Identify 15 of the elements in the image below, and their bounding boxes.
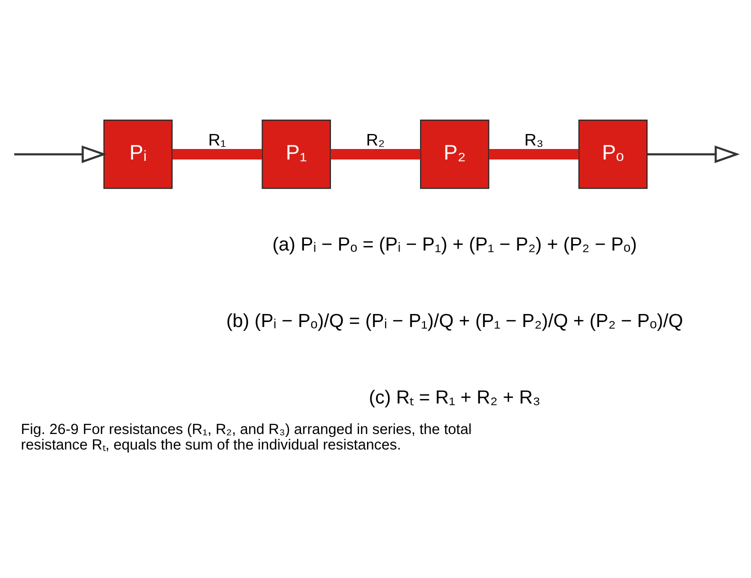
- edge-label: R₂: [366, 130, 385, 150]
- node-box: P₁: [262, 120, 331, 189]
- node-box: Pᵢ: [103, 120, 173, 189]
- label: (b) (Pᵢ − Pₒ)/Q = (Pᵢ − P₁)/Q + (P₁ − P₂)/Q + (P₂ − Pₒ)/Q: [226, 310, 684, 332]
- label: (c) Rₜ = R₁ + R₂ + R₃: [368, 386, 540, 408]
- caption: Fig. 26-9 For resistances (R₁, R₂, and R₃) arranged in series, the total resistance Rₜ, equals the sum of the individual resistances.: [20, 422, 472, 454]
- node-box: Pₒ: [578, 120, 648, 189]
- connector: [172, 149, 262, 160]
- node-box: P₂: [420, 120, 490, 189]
- connector: [489, 149, 579, 160]
- label: (a) Pᵢ − Pₒ = (Pᵢ − P₁) + (P₁ − P₂) + (P₂ − Pₒ): [272, 234, 637, 255]
- edge-label: R₁: [208, 130, 226, 150]
- connector: [330, 149, 420, 160]
- arrow: [14, 145, 107, 164]
- edge-label: R₃: [524, 130, 544, 150]
